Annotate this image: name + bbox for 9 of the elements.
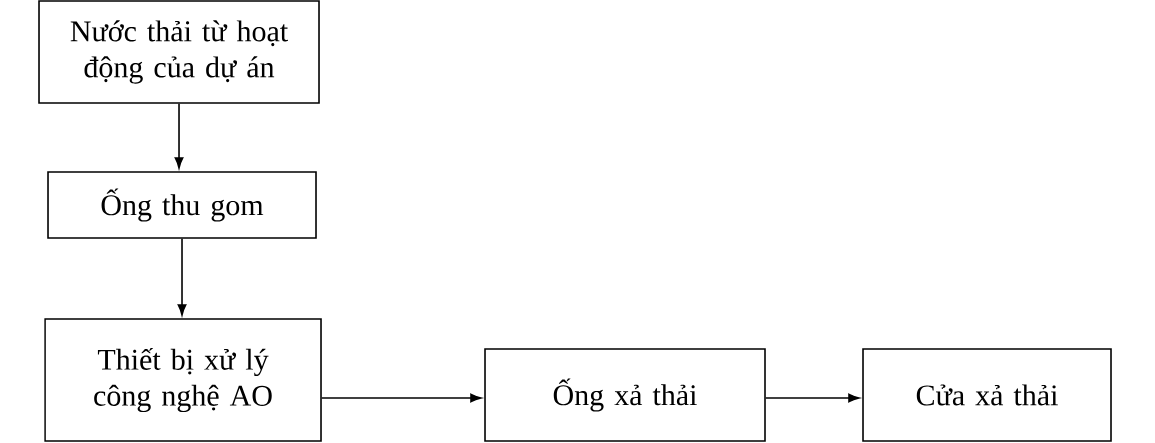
arrow [177, 238, 187, 316]
process-box: Thiết bị xử lý công nghệ AO [44, 318, 322, 442]
arrow [321, 393, 482, 403]
arrow [765, 393, 860, 403]
arrow [174, 103, 184, 169]
process-box: Ống thu gom [47, 171, 317, 239]
process-box: Ống xả thải [484, 348, 766, 442]
process-box: Nước thải từ hoạt động của dự án [38, 0, 320, 104]
process-box: Cửa xả thải [862, 348, 1112, 442]
